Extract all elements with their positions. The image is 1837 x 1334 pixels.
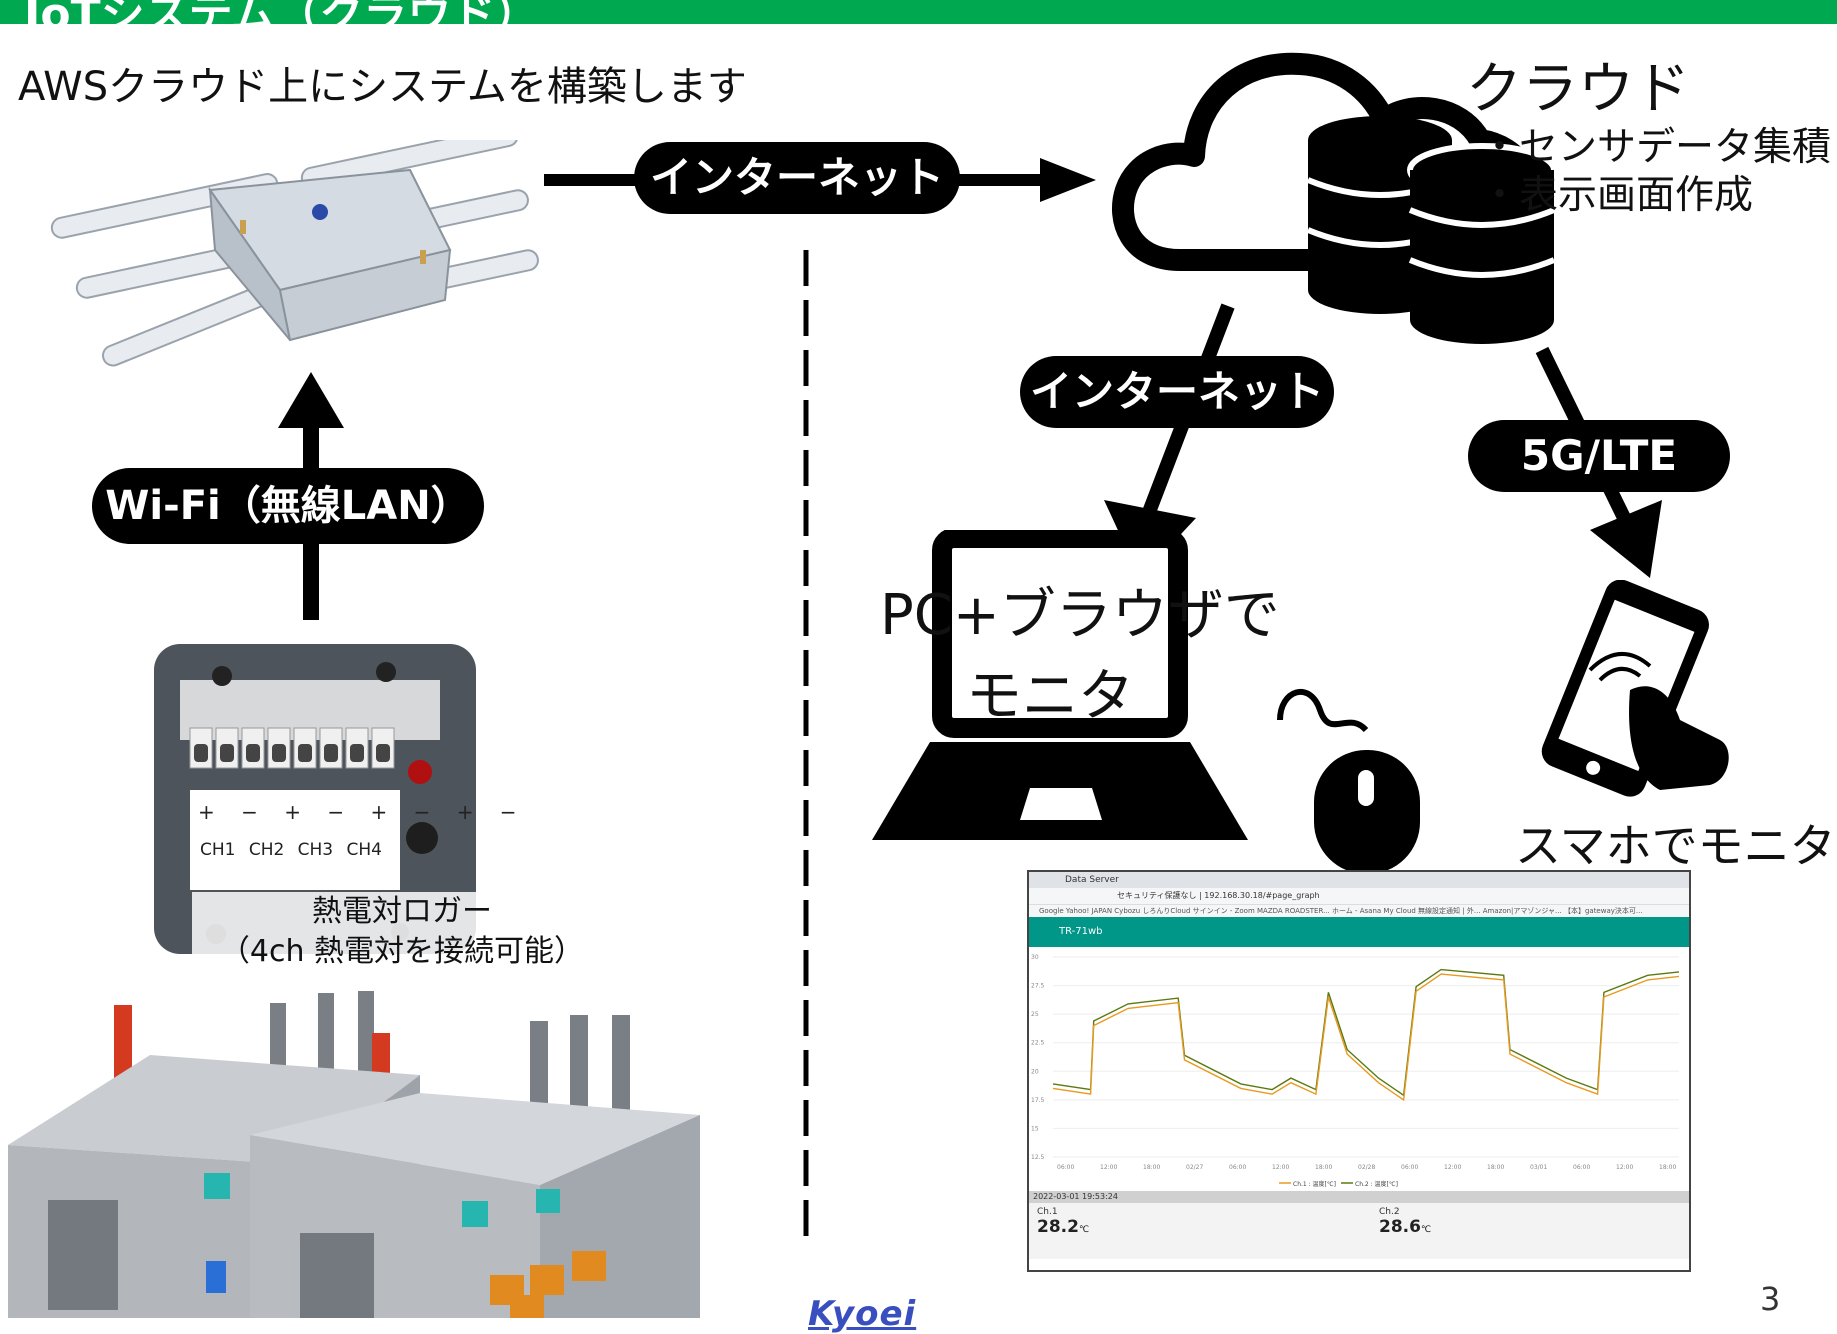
graph-plot: 30 27.5 25 22.5 20 17.5 15 12.5 06:00 12:00 18:00… bbox=[1031, 954, 1680, 1188]
x-tick-label: 02/27 bbox=[1186, 1164, 1203, 1171]
factory-icon bbox=[8, 991, 700, 1318]
browser-address-bar: セキュリティ保護なし | 192.168.30.18/#page_graph bbox=[1029, 888, 1689, 905]
x-tick-label: 12:00 bbox=[1616, 1164, 1633, 1171]
readings-panel: Ch.1 28.2℃ Ch.2 28.6℃ bbox=[1029, 1203, 1689, 1259]
graph-legend: Ch.1 : 温度[℃] Ch.2 : 温度[℃] bbox=[1279, 1180, 1398, 1188]
logger-caption-line2: （4ch 熱電対を接続可能） bbox=[219, 934, 585, 969]
reading-value: 28.6 bbox=[1379, 1217, 1421, 1237]
cloud-item: ・表示画面作成 bbox=[1480, 173, 1754, 218]
x-tick-label: 12:00 bbox=[1100, 1164, 1117, 1171]
page-title: IoTシステム（クラウド） bbox=[24, 0, 540, 40]
pc-label: PC+ブラウザで モニタ bbox=[880, 570, 1280, 732]
reading-name: Ch.1 bbox=[1037, 1207, 1058, 1217]
legend-ch1: Ch.1 : 温度[℃] bbox=[1293, 1180, 1336, 1188]
legend-ch2: Ch.2 : 温度[℃] bbox=[1355, 1180, 1398, 1188]
x-tick-label: 18:00 bbox=[1143, 1164, 1160, 1171]
y-tick-label: 20 bbox=[1031, 1068, 1039, 1075]
channel-label: CH1 bbox=[200, 840, 236, 860]
y-tick-label: 22.5 bbox=[1031, 1040, 1045, 1047]
y-tick-label: 17.5 bbox=[1031, 1097, 1045, 1104]
brand-logo: Kyoei bbox=[808, 1294, 917, 1334]
browser-tab: Data Server bbox=[1029, 872, 1689, 888]
x-tick-label: 06:00 bbox=[1229, 1164, 1246, 1171]
page-number: 3 bbox=[1760, 1280, 1781, 1318]
reading-ch1: Ch.1 28.2℃ bbox=[1037, 1207, 1089, 1237]
x-tick-label: 12:00 bbox=[1272, 1164, 1289, 1171]
pc-label-line2: モニタ bbox=[966, 664, 1134, 729]
cloud-item: ・センサデータ集積 bbox=[1480, 125, 1832, 170]
browser-bookmarks: Google Yahoo! JAPAN Cybozu しろんりCloud サイン… bbox=[1029, 905, 1689, 917]
x-tick-label: 06:00 bbox=[1057, 1164, 1074, 1171]
y-tick-label: 30 bbox=[1031, 954, 1039, 961]
y-tick-label: 25 bbox=[1031, 1011, 1039, 1018]
reading-unit: ℃ bbox=[1078, 1225, 1090, 1235]
x-tick-label: 06:00 bbox=[1401, 1164, 1418, 1171]
wifi-pill: Wi-Fi（無線LAN） bbox=[92, 468, 484, 544]
x-tick-label: 18:00 bbox=[1487, 1164, 1504, 1171]
reading-value: 28.2 bbox=[1037, 1217, 1079, 1237]
divider-line bbox=[803, 250, 809, 1250]
y-tick-label: 12.5 bbox=[1031, 1154, 1045, 1161]
reading-name: Ch.2 bbox=[1379, 1207, 1400, 1217]
x-tick-label: 02/28 bbox=[1358, 1164, 1375, 1171]
channel-label: CH4 bbox=[346, 840, 382, 860]
y-tick-label: 15 bbox=[1031, 1125, 1039, 1132]
reading-unit: ℃ bbox=[1420, 1225, 1432, 1235]
logger-channels: CH1 CH2 CH3 CH4 bbox=[200, 840, 382, 860]
mobile-pill: 5G/LTE bbox=[1468, 420, 1730, 492]
x-tick-label: 12:00 bbox=[1444, 1164, 1461, 1171]
phone-label: スマホでモニタ bbox=[1515, 819, 1836, 873]
browser-screenshot: Data Server セキュリティ保護なし | 192.168.30.18/#… bbox=[1027, 870, 1691, 1272]
internet-pill-pc: インターネット bbox=[1020, 356, 1334, 428]
cloud-title: クラウド bbox=[1466, 57, 1690, 122]
logger-caption: 熱電対ロガー （4ch 熱電対を接続可能） bbox=[192, 892, 612, 972]
router-icon bbox=[50, 140, 539, 367]
logger-polarity: + − + − + − + − bbox=[198, 800, 527, 824]
x-tick-label: 03/01 bbox=[1530, 1164, 1547, 1171]
logger-device-icon bbox=[154, 644, 476, 954]
app-title: TR-71wb bbox=[1059, 926, 1103, 937]
internet-pill-top: インターネット bbox=[634, 142, 960, 214]
smartphone-icon bbox=[1541, 580, 1729, 797]
laptop-icon bbox=[872, 530, 1248, 840]
reading-timestamp: 2022-03-01 19:53:24 bbox=[1029, 1191, 1689, 1203]
channel-label: CH3 bbox=[297, 840, 334, 860]
x-tick-label: 06:00 bbox=[1573, 1164, 1590, 1171]
database-icon bbox=[1306, 116, 1557, 344]
x-tick-label: 18:00 bbox=[1659, 1164, 1676, 1171]
x-tick-label: 18:00 bbox=[1315, 1164, 1332, 1171]
mouse-icon bbox=[1277, 688, 1420, 874]
y-tick-label: 27.5 bbox=[1031, 983, 1045, 990]
header-bar bbox=[0, 0, 1837, 24]
channel-label: CH2 bbox=[248, 840, 285, 860]
reading-ch2: Ch.2 28.6℃ bbox=[1379, 1207, 1431, 1237]
series-ch2 bbox=[1052, 973, 1680, 1102]
series-ch1 bbox=[1052, 968, 1680, 1097]
temperature-graph: 30 27.5 25 22.5 20 17.5 15 12.5 06:00 12:00 18:00… bbox=[1029, 947, 1689, 1191]
logger-caption-line1: 熱電対ロガー bbox=[312, 894, 492, 929]
pc-label-line1: PC+ブラウザで bbox=[880, 583, 1280, 648]
app-bar: TR-71wb bbox=[1029, 917, 1689, 947]
intro-text: AWSクラウド上にシステムを構築します bbox=[18, 64, 747, 110]
